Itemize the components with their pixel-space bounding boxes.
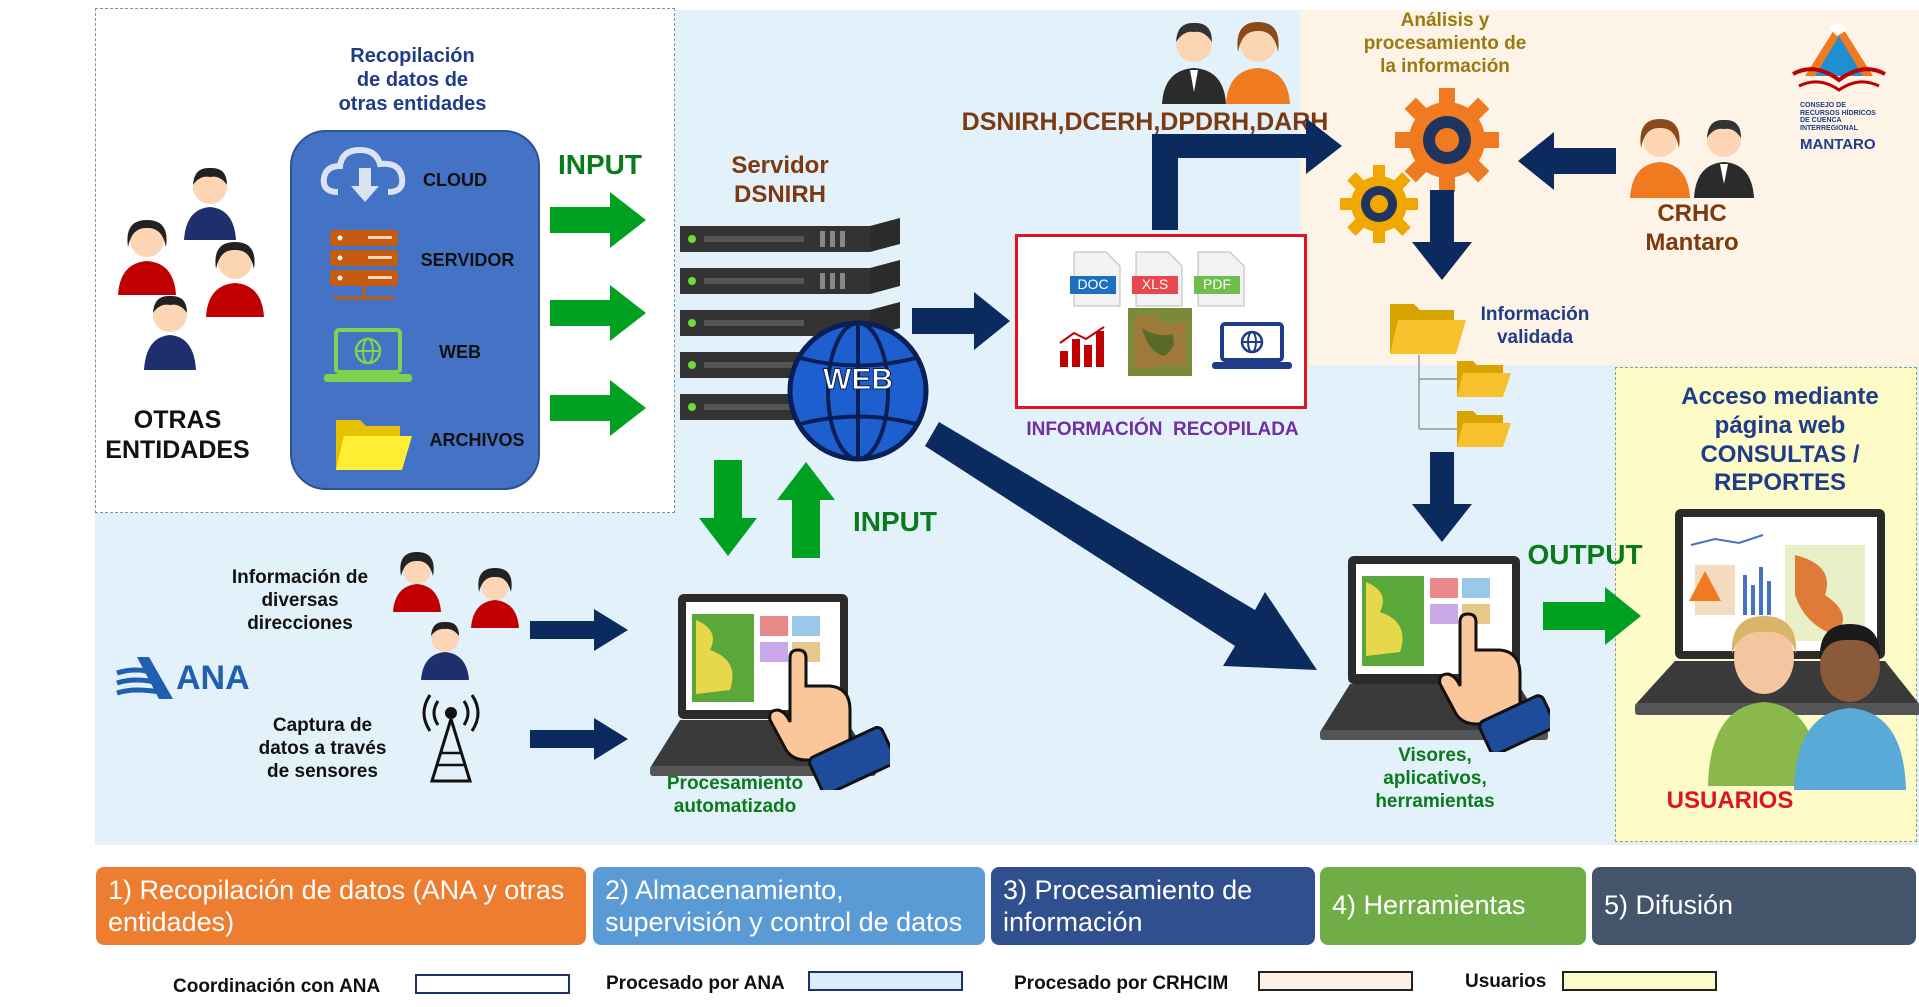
access-label: Acceso mediante página web CONSULTAS / R… [1681, 383, 1879, 497]
navy-arrow-from-crhc [1518, 132, 1616, 190]
folder-icon [336, 420, 412, 470]
directorates-people-icon [1162, 22, 1290, 104]
legend-label-crhcim: Procesado por CRHCIM [1014, 973, 1229, 994]
navy-arrow-sensors [530, 718, 628, 760]
folder-tree-icon [1418, 355, 1511, 447]
navy-arrow-down-viewers [1412, 452, 1472, 542]
validated-label: Información validada [1480, 304, 1590, 348]
input-top-label: INPUT [558, 149, 642, 180]
users-people-icon [1708, 616, 1906, 790]
viewers-label: Visores, aplicativos, herramientas [1375, 745, 1495, 812]
processing-laptop-icon [650, 594, 890, 790]
gear-large-icon [1395, 88, 1499, 192]
globe-text: WEB [823, 363, 894, 397]
gear-small-icon [1340, 165, 1418, 243]
stage-5: 5) Difusión [1592, 867, 1916, 945]
stage-1: 1) Recopilación de datos (ANA y otras en… [96, 867, 586, 945]
laptop-globe-icon [324, 328, 412, 382]
navy-arrow-directions [530, 609, 628, 651]
green-arrow-down [699, 460, 757, 556]
bar-chart-icon [1059, 326, 1105, 367]
ana-logo-icon [116, 657, 173, 699]
legend-swatch-coordination [415, 974, 570, 994]
green-arrow-1 [550, 192, 646, 248]
navy-arrow-down-validated [1412, 190, 1472, 280]
legend-swatch-ana [808, 971, 963, 991]
pdf-file-icon [1194, 251, 1245, 307]
info-directions-label: Información de diversas direcciones [231, 567, 369, 634]
cloud-download-icon [320, 146, 406, 202]
validated-folder-icon [1390, 304, 1466, 354]
doc-badge: DOC [1077, 276, 1109, 292]
source-label-servidor: SERVIDOR [420, 250, 515, 270]
sensors-label: Captura de datos a través de sensores [258, 715, 387, 782]
directions-people-icon [393, 552, 519, 680]
left-panel-title: Recopilación de datos de otras entidades [338, 45, 487, 115]
navy-arrow-to-analysis [1152, 118, 1342, 230]
green-arrow-2 [550, 285, 646, 341]
crhc-logo-text: CONSEJO DE RECURSOS HÍDRICOS DE CUENCA I… [1800, 102, 1876, 133]
doc-file-icon [1070, 251, 1121, 307]
navy-arrow-to-collected [912, 292, 1010, 350]
navy-arrow-diagonal [925, 422, 1317, 670]
source-label-cloud: CLOUD [423, 170, 487, 190]
stage-4: 4) Herramientas [1320, 867, 1586, 945]
xls-file-icon [1132, 251, 1183, 307]
entities-label: OTRAS ENTIDADES [105, 406, 250, 464]
legend-label-users: Usuarios [1465, 971, 1547, 992]
server-icon [330, 230, 398, 300]
directorates-label: DSNIRH,DCERH,DPDRH,DARH [961, 108, 1329, 136]
map-thumbnail-icon [1128, 308, 1192, 376]
analysis-label: Análisis y procesamiento de la informaci… [1363, 10, 1527, 77]
crhc-people-icon [1630, 119, 1754, 198]
globe-icon [787, 320, 929, 462]
crhc-label: CRHC Mantaro [1645, 200, 1739, 256]
source-label-web: WEB [439, 342, 481, 362]
processing-label: Procesamiento automatizado [666, 773, 804, 817]
viewers-laptop-icon [1320, 556, 1550, 752]
legend-swatch-crhcim [1258, 971, 1413, 991]
xls-badge: XLS [1141, 276, 1169, 292]
laptop-web-icon [1212, 322, 1292, 369]
legend-label-coordination: Coordinación con ANA [173, 976, 381, 997]
stage-3: 3) Procesamiento de información [991, 867, 1315, 945]
crhc-logo-icon [1792, 22, 1886, 92]
legend-swatch-users [1562, 971, 1717, 991]
users-label: USUARIOS [1666, 787, 1794, 814]
stage-2: 2) Almacenamiento, supervisión y control… [593, 867, 985, 945]
antenna-tower-icon [422, 694, 480, 783]
green-arrow-3 [550, 380, 646, 436]
entities-people-icon [118, 167, 264, 370]
ana-logo-text: ANA [176, 659, 250, 697]
legend-label-ana: Procesado por ANA [606, 973, 785, 994]
output-label: OUTPUT [1527, 539, 1643, 570]
server-title: Servidor DSNIRH [731, 152, 829, 208]
pdf-badge: PDF [1203, 276, 1231, 292]
source-label-archivos: ARCHIVOS [429, 430, 525, 450]
crhc-logo-name: MANTARO [1800, 136, 1876, 153]
collected-label: INFORMACIÓN RECOPILADA [1026, 419, 1299, 440]
green-arrow-up [777, 462, 835, 558]
green-arrow-output [1543, 587, 1641, 645]
input-bottom-label: INPUT [853, 506, 937, 537]
